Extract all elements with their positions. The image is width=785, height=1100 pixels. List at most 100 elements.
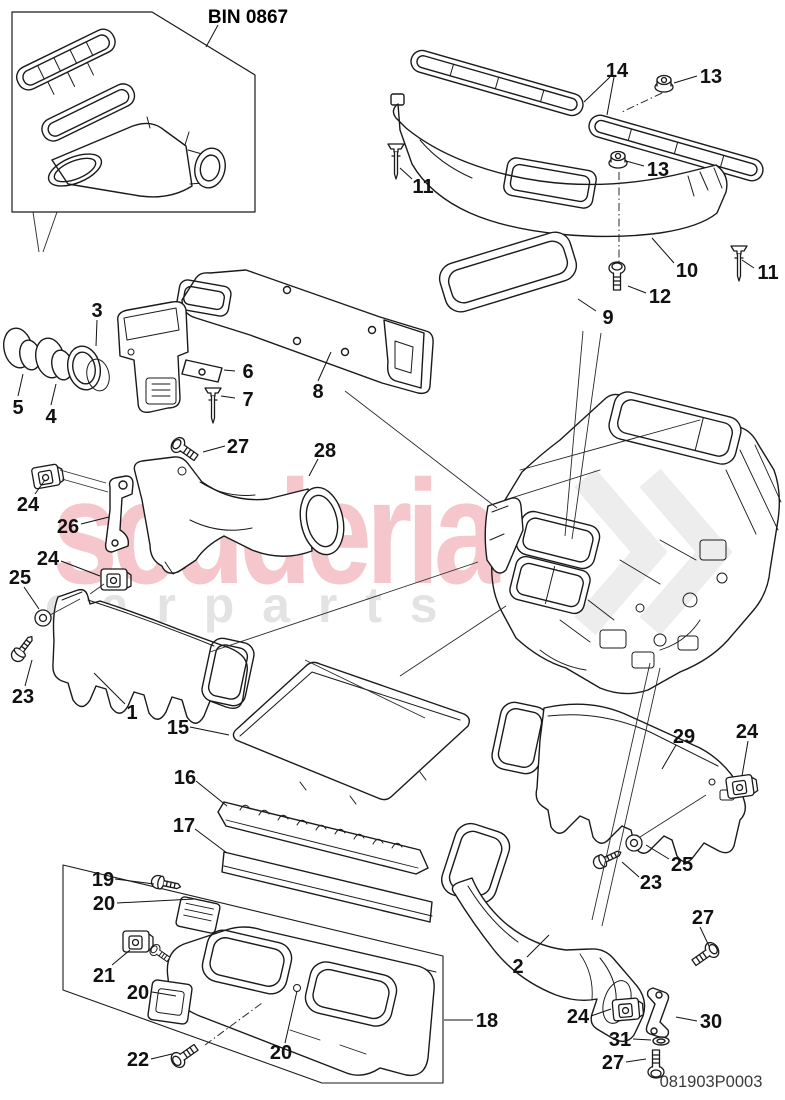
lower-air-duct <box>441 822 646 1043</box>
part-callout-10: 10 <box>676 260 698 282</box>
air-duct-detail <box>47 116 226 198</box>
callout-leader-line <box>284 990 298 1044</box>
callout-leader-line <box>111 949 131 966</box>
part-callout-31: 31 <box>609 1029 631 1051</box>
callout-leader-line <box>399 167 413 180</box>
bin-label: BIN 0867 <box>208 7 288 28</box>
leader-lines <box>17 24 755 1063</box>
part-callout-25: 25 <box>9 567 31 589</box>
brand-chevron-icon <box>639 468 733 636</box>
callout-leader-line <box>189 726 230 736</box>
part-callout-29: 29 <box>673 726 695 748</box>
callout-leader-line <box>202 445 226 453</box>
reference-line <box>344 390 498 509</box>
callout-leader-line <box>60 560 101 577</box>
part-callout-11: 11 <box>757 262 778 284</box>
reference-line <box>564 330 584 537</box>
support-bracket <box>645 987 670 1039</box>
callout-leader-line <box>50 383 57 406</box>
callout-leader-line <box>583 76 611 103</box>
part-callout-13: 13 <box>647 159 669 181</box>
hvac-heater-unit <box>491 391 782 695</box>
part-callout-3: 3 <box>91 300 102 322</box>
reference-line <box>591 662 651 921</box>
grille-seal-detail <box>41 83 136 142</box>
vent-grille-detail <box>16 28 116 95</box>
callout-leader-line <box>651 237 675 264</box>
part-callout-27: 27 <box>227 436 249 458</box>
reference-line <box>639 794 707 838</box>
callout-leader-line <box>675 1016 698 1022</box>
part-callout-24: 24 <box>567 1006 590 1028</box>
part-callout-21: 21 <box>93 965 115 987</box>
part-callout-22: 22 <box>127 1049 149 1071</box>
reference-line <box>42 211 58 253</box>
callout-leader-line <box>577 298 597 312</box>
part-callout-30: 30 <box>700 1011 722 1033</box>
reference-line <box>601 667 661 927</box>
servo-actuator <box>147 979 193 1025</box>
push-rivet <box>204 387 222 424</box>
brand-chevron-icon <box>574 468 668 636</box>
part-callout-8: 8 <box>312 381 323 403</box>
vent-housing <box>117 300 189 413</box>
reference-line <box>59 469 107 484</box>
callout-leader-line <box>526 934 550 958</box>
pan-screw <box>149 873 183 894</box>
part-number: 081903P0003 <box>660 1073 763 1091</box>
callout-leader-line <box>24 659 33 687</box>
part-callout-19: 19 <box>92 869 114 891</box>
callout-leader-line <box>195 780 228 807</box>
part-callout-18: 18 <box>476 1010 498 1032</box>
callout-leader-line <box>741 740 749 777</box>
callout-leader-line <box>34 479 46 495</box>
spring-clip <box>724 773 759 800</box>
part-callout-12: 12 <box>649 286 671 308</box>
retaining-strap <box>104 475 134 553</box>
hex-screw <box>688 939 723 970</box>
callout-leader-line <box>114 878 155 885</box>
push-rivet <box>387 143 405 180</box>
clip-with-screw <box>122 930 154 953</box>
centerline <box>621 92 663 113</box>
callout-leader-line <box>317 351 332 382</box>
distribution-housing <box>166 926 435 1077</box>
hex-bolt <box>167 1040 202 1071</box>
part-callout-14: 14 <box>606 60 629 82</box>
detail-inset-box <box>11 11 256 213</box>
part-callout-1: 1 <box>126 702 137 724</box>
callout-leader-line <box>645 844 670 860</box>
callout-leader-line <box>93 672 126 705</box>
part-callout-6: 6 <box>242 361 253 383</box>
reference-line <box>89 583 105 595</box>
callout-leader-line <box>606 76 615 116</box>
part-callout-23: 23 <box>12 686 34 708</box>
callout-leader-line <box>194 828 228 854</box>
part-callout-20: 20 <box>127 982 149 1004</box>
part-callout-4: 4 <box>45 406 57 428</box>
washer <box>34 609 52 627</box>
defroster-grille-right <box>588 114 764 182</box>
reference-line <box>61 478 109 493</box>
callout-leader-line <box>625 160 645 167</box>
callout-leader-line <box>223 369 236 372</box>
callout-leader-line <box>308 458 319 477</box>
mount-bracket <box>181 359 223 383</box>
comb-retainer <box>217 801 429 875</box>
centerline <box>204 1002 263 1046</box>
reference-line <box>304 659 426 719</box>
callout-leader-line <box>151 991 177 997</box>
part-callout-9: 9 <box>602 307 613 329</box>
part-callout-24: 24 <box>17 494 40 516</box>
callout-leader-line <box>625 1058 647 1063</box>
callout-leader-line <box>590 1008 612 1017</box>
cover-panel <box>232 661 471 805</box>
part-callout-24: 24 <box>736 721 759 743</box>
footwell-duct-right <box>491 701 747 863</box>
callout-leader-line <box>205 24 219 48</box>
callout-leader-line <box>627 285 647 294</box>
defroster-air-duct <box>390 93 728 238</box>
part-callout-11: 11 <box>412 176 433 198</box>
flange-nut <box>608 150 628 169</box>
